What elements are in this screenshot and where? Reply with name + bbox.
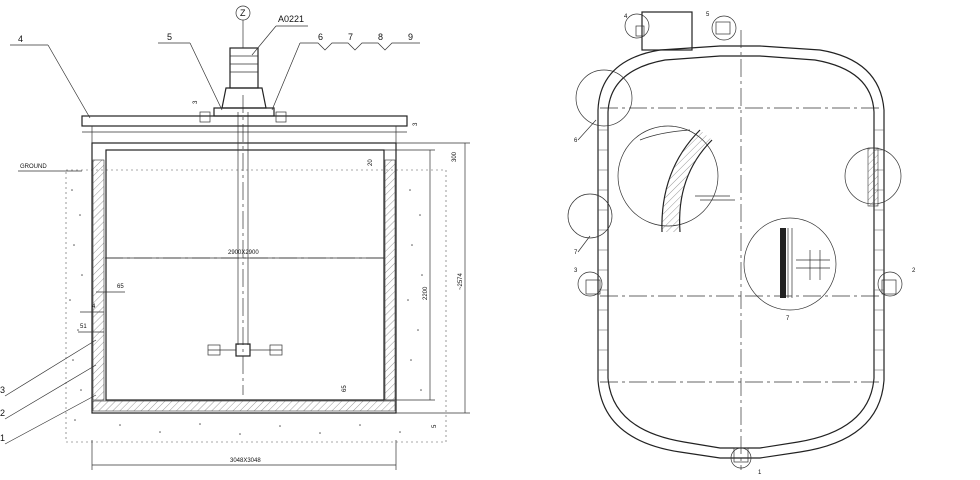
tank-section-drawing: Z A0221 4 5 6 7 8 9 GROUND 3 2 1 2900X29…	[0, 5, 470, 470]
callout-9: 9	[408, 32, 413, 42]
vessel-inner-shell	[607, 55, 875, 449]
cover-plate	[81, 115, 408, 127]
dim-wall-51: 51	[80, 324, 87, 330]
dim-cover-3a: 3	[193, 100, 199, 104]
callout-8: 8	[378, 32, 383, 42]
callout-4: 4	[18, 34, 23, 44]
dim-inner: 2900X2900	[228, 250, 259, 256]
right-nozzle	[881, 279, 897, 295]
callout-1: 1	[0, 433, 5, 443]
vessel-callout-5: 5	[706, 12, 710, 18]
vessel-callout-7: 7	[574, 250, 578, 256]
gearbox	[221, 87, 267, 109]
concrete-aggregate	[69, 189, 423, 435]
right-lining	[384, 159, 396, 401]
impeller	[207, 343, 283, 357]
tank-outer-wall	[91, 142, 397, 414]
motor-tag: A0221	[278, 14, 304, 24]
vessel-callout-3: 3	[574, 268, 578, 274]
dim-wall-65: 65	[117, 284, 124, 290]
dim-top-300: 300	[452, 151, 458, 162]
callout-5: 5	[167, 32, 172, 42]
vessel-callout-4: 4	[624, 14, 628, 20]
concrete-surround	[65, 169, 447, 443]
vessel-callout-1: 1	[758, 470, 762, 476]
left-nozzle	[585, 279, 601, 295]
detail-circle-left	[567, 193, 613, 239]
top-nozzle	[641, 11, 693, 51]
callout-2: 2	[0, 408, 5, 418]
motor-body	[229, 47, 259, 89]
dim-bottom-65: 65	[342, 385, 348, 392]
detail-circle-top-left	[575, 69, 633, 127]
mount-flange	[213, 107, 275, 117]
left-lining	[92, 159, 105, 401]
callout-6: 6	[318, 32, 323, 42]
detail-label: 7	[786, 316, 790, 322]
dim-top-20: 20	[368, 159, 374, 166]
dim-outer: 3048X3048	[230, 458, 261, 464]
vessel-drawing: 7 4 5 6 7 3 2 1	[567, 11, 916, 476]
dim-cover-3b: 3	[413, 122, 419, 126]
dim-height-total: ~2574	[458, 272, 464, 290]
vessel-callout-2: 2	[912, 268, 916, 274]
bottom-lining	[92, 400, 396, 412]
tank-inner-wall	[105, 149, 385, 401]
view-marker-label: Z	[240, 8, 246, 18]
dim-bottom-5: 5	[432, 424, 438, 428]
detail-circle-center	[743, 217, 837, 311]
vessel-outer-shell	[597, 45, 885, 459]
callout-7: 7	[348, 32, 353, 42]
vessel-callout-6: 6	[574, 138, 578, 144]
callout-3: 3	[0, 385, 5, 395]
ground-label: GROUND	[20, 164, 47, 170]
dim-wall-4: 4	[92, 304, 96, 310]
dim-height-inner: 2200	[423, 286, 429, 300]
